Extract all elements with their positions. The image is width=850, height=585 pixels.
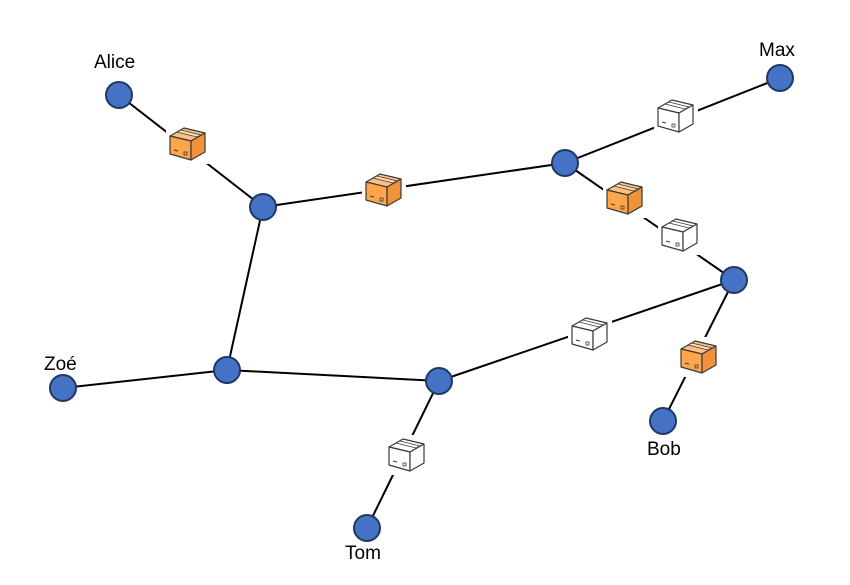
label-zoe: Zoé [44,354,77,375]
node-alice[interactable] [105,81,133,109]
package-box-icon [603,178,647,218]
node-labels: Alice Max Zoé Bob Tom [44,40,795,564]
node-hub-d[interactable] [425,367,453,395]
label-bob: Bob [647,439,681,460]
package-box-empty-icon [568,314,612,354]
node-hub-e[interactable] [720,266,748,294]
package-box-empty-icon [385,435,429,475]
node-hub-c[interactable] [213,356,241,384]
edge-hub-c-hub-d [226,369,440,382]
node-hub-b[interactable] [551,149,579,177]
edge-hub-b-hub-e [564,162,735,281]
edge-hub-a-hub-c [226,206,264,371]
edge-zoe-hub-c [62,369,228,389]
node-tom[interactable] [353,514,381,542]
package-box-icon [362,170,406,210]
packages [166,96,721,475]
package-box-empty-icon [654,96,698,136]
label-alice: Alice [94,52,135,73]
node-hub-a[interactable] [249,193,277,221]
node-zoe[interactable] [49,374,77,402]
label-max: Max [759,40,795,61]
package-box-icon [677,337,721,377]
package-box-icon [166,124,210,164]
package-box-empty-icon [658,215,702,255]
node-bob[interactable] [649,407,677,435]
node-max[interactable] [766,64,794,92]
nodes [49,64,794,542]
edge-hub-a-hub-b [262,162,566,208]
label-tom: Tom [345,543,381,564]
